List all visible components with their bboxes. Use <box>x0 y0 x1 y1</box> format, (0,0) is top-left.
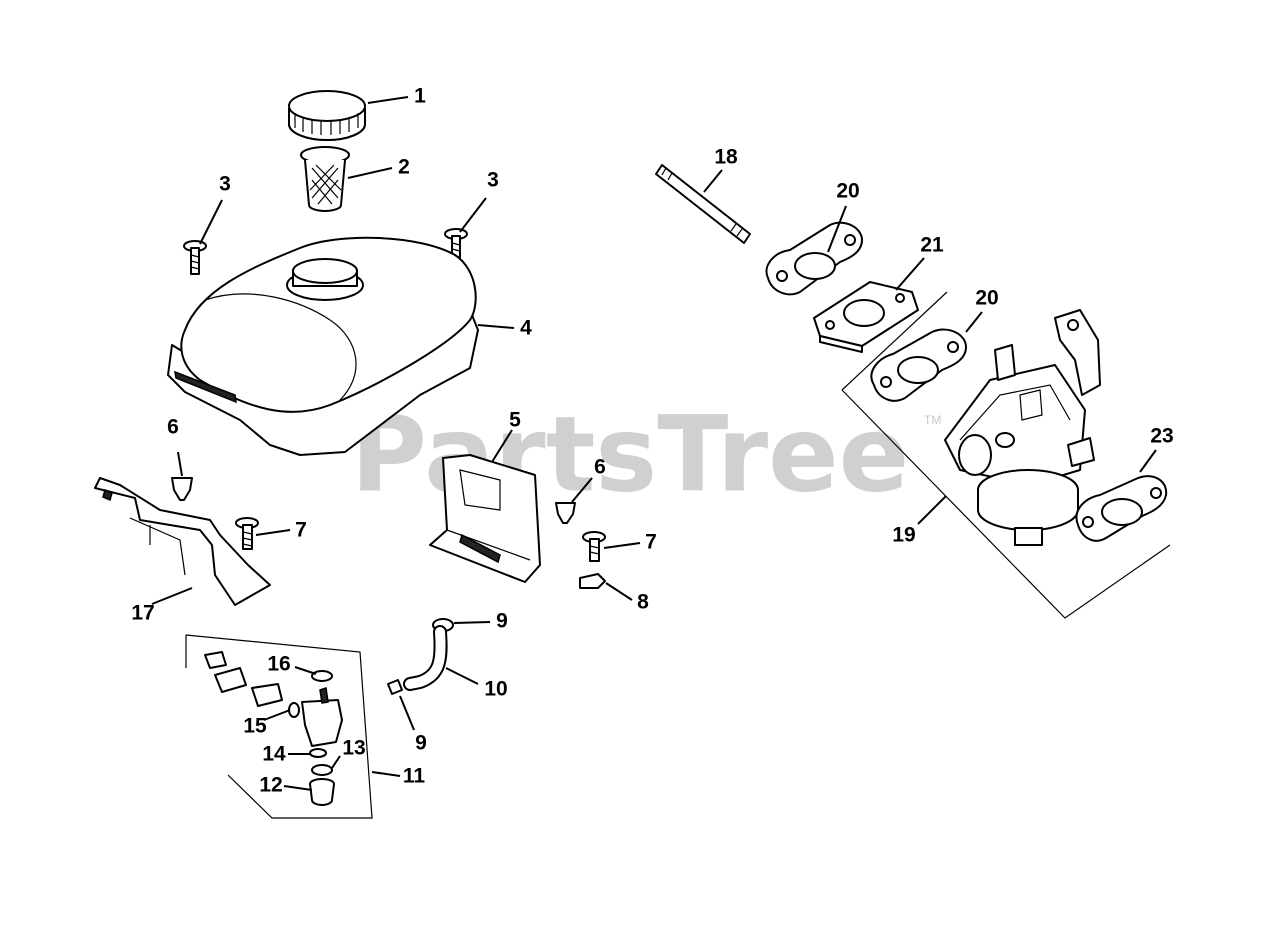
leader-lines <box>151 96 1157 791</box>
callout-14[interactable]: 14 <box>262 743 286 766</box>
part-fuel-valve-assembly-outline <box>185 634 373 819</box>
part-carburetor[interactable] <box>944 309 1101 546</box>
part-tank-bracket-right[interactable] <box>429 454 541 583</box>
callout-21[interactable]: 21 <box>920 234 944 257</box>
callout-9-bottom[interactable]: 9 <box>415 732 427 755</box>
callout-16[interactable]: 16 <box>267 653 290 676</box>
callout-9-top[interactable]: 9 <box>496 610 508 633</box>
part-fuel-valve-spring-14[interactable] <box>309 748 327 758</box>
callout-13[interactable]: 13 <box>342 737 365 760</box>
part-gasket-air-cleaner[interactable] <box>1075 475 1168 542</box>
callout-20-upper[interactable]: 20 <box>836 180 859 203</box>
callout-1[interactable]: 1 <box>414 85 426 108</box>
callout-3-right[interactable]: 3 <box>487 169 499 192</box>
part-bolt-left[interactable] <box>235 517 259 550</box>
watermark-trademark: TM <box>924 413 941 427</box>
watermark-text: PartsTree <box>351 393 909 515</box>
part-fuel-tank[interactable] <box>167 236 479 456</box>
callout-23[interactable]: 23 <box>1150 425 1173 448</box>
callout-12[interactable]: 12 <box>259 774 282 797</box>
part-hose-clamp-bottom[interactable] <box>387 679 403 695</box>
callout-6-right[interactable]: 6 <box>594 456 606 479</box>
part-carburetor-insulator[interactable] <box>813 281 919 353</box>
part-fuel-cap[interactable] <box>288 90 366 141</box>
callout-20-lower[interactable]: 20 <box>975 287 998 310</box>
part-fuel-valve-seal-16[interactable] <box>311 670 333 682</box>
part-fuel-valve-o-ring-15[interactable] <box>288 702 300 718</box>
callout-labels: 1 2 3 3 4 5 6 6 7 7 8 9 9 10 11 12 13 14… <box>131 85 1173 797</box>
callout-3-left[interactable]: 3 <box>219 173 231 196</box>
callout-18[interactable]: 18 <box>714 146 738 169</box>
part-fuel-valve-body[interactable] <box>204 651 343 747</box>
callout-15[interactable]: 15 <box>243 715 267 738</box>
callout-17[interactable]: 17 <box>131 602 154 625</box>
part-tank-bracket-left[interactable] <box>94 477 271 606</box>
part-screw-left[interactable] <box>183 240 207 275</box>
callout-11[interactable]: 11 <box>403 765 426 788</box>
part-grommet-right[interactable] <box>555 502 576 524</box>
callout-7-right[interactable]: 7 <box>645 531 657 554</box>
part-fuel-valve-gasket-13[interactable] <box>311 764 333 776</box>
callout-8[interactable]: 8 <box>637 591 649 614</box>
callout-4[interactable]: 4 <box>520 317 532 340</box>
callout-7-left[interactable]: 7 <box>295 519 307 542</box>
callout-2[interactable]: 2 <box>398 156 410 179</box>
part-carburetor-assembly-outline <box>841 291 1171 619</box>
part-fuel-line[interactable] <box>403 625 448 691</box>
part-nut[interactable] <box>579 573 606 589</box>
part-stud[interactable] <box>655 164 751 244</box>
callout-10[interactable]: 10 <box>484 678 507 701</box>
part-fuel-valve-cup-12[interactable] <box>309 778 335 806</box>
part-gasket-lower[interactable] <box>870 328 967 402</box>
callout-19[interactable]: 19 <box>892 524 915 547</box>
callout-6-left[interactable]: 6 <box>167 416 179 439</box>
part-gasket-upper[interactable] <box>765 221 863 296</box>
callout-5[interactable]: 5 <box>509 409 521 432</box>
part-grommet-left[interactable] <box>171 477 193 501</box>
part-fuel-strainer[interactable] <box>300 146 350 212</box>
part-bolt-right[interactable] <box>582 531 606 562</box>
